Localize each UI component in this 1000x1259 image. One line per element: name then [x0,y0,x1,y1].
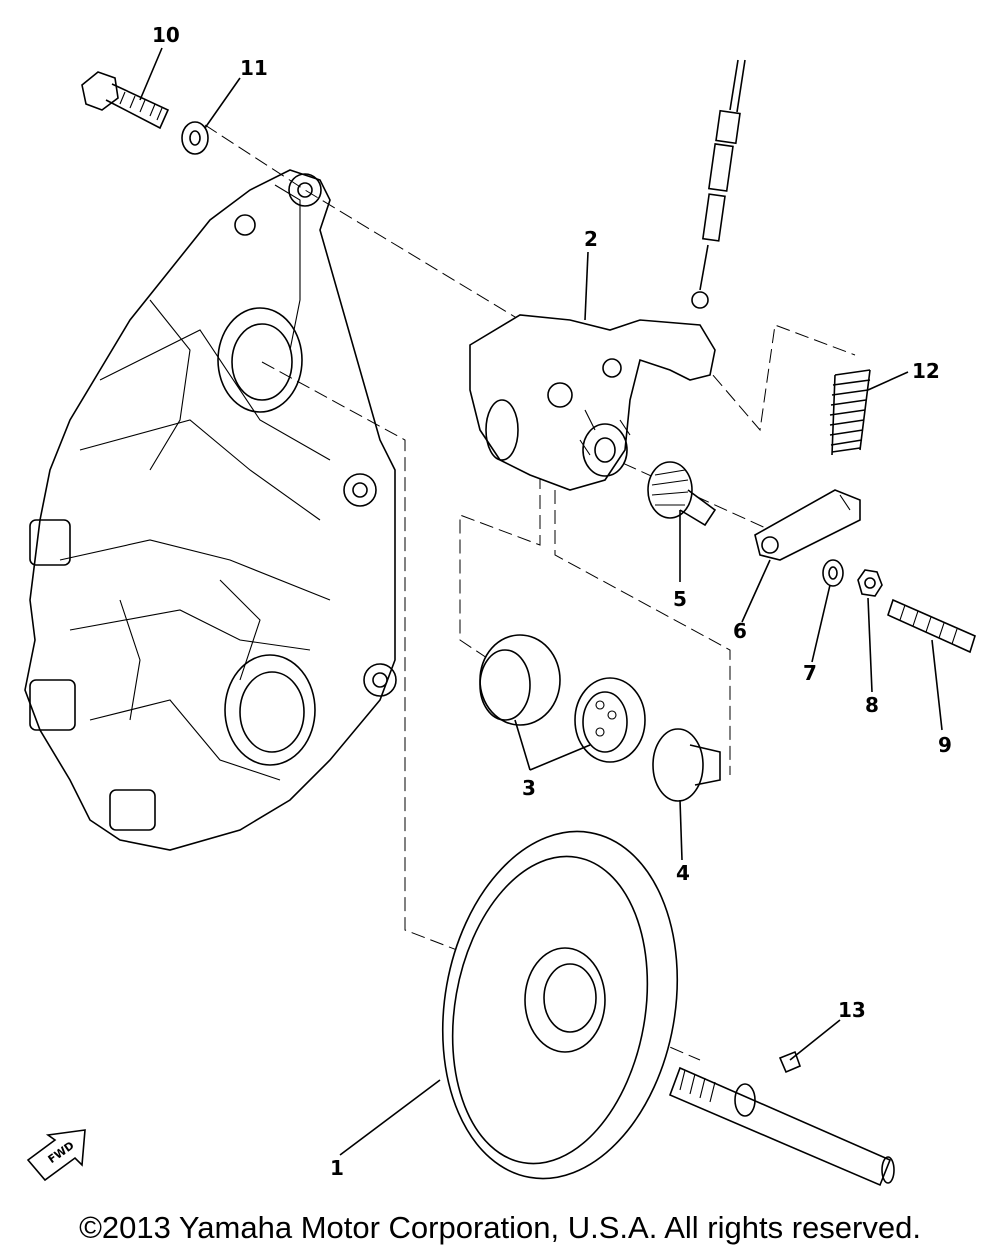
leader-lines [139,47,943,1156]
callout-2: 2 [584,227,598,251]
callout-5: 5 [673,587,687,611]
bolt-part-10 [81,71,170,130]
exploded-parts-diagram: FWD 10 11 2 12 5 6 7 8 9 3 4 13 1 [24,23,976,1187]
fwd-arrow-icon: FWD [26,1129,86,1182]
callout-13: 13 [838,998,866,1022]
callout-7: 7 [803,661,817,685]
bolt-part-9 [887,598,976,654]
callout-11: 11 [240,56,268,80]
callout-12: 12 [912,359,940,383]
callout-6: 6 [733,619,747,643]
callout-4: 4 [676,861,690,885]
roller-part-3b [574,677,646,763]
callout-9: 9 [938,733,952,757]
callout-1: 1 [330,1156,344,1180]
sheave-part-1 [441,830,679,1180]
callout-10: 10 [152,23,180,47]
callout-3: 3 [522,776,536,800]
worm-gear-part-5 [647,461,717,527]
washer-part-11 [181,121,209,155]
crankshaft [668,1066,895,1187]
cam-part-4 [652,728,721,802]
washer-part-7 [822,559,844,587]
callout-8: 8 [865,693,879,717]
nut-part-8 [857,569,883,597]
bracket-part-2 [469,314,716,491]
throttle-cable [691,59,746,309]
callout-labels: 10 11 2 12 5 6 7 8 9 3 4 13 1 [152,23,952,1180]
roller-part-3a [479,634,561,726]
spring-part-12 [829,369,871,456]
crankcase-cover [24,169,397,851]
copyright-notice: ©2013 Yamaha Motor Corporation, U.S.A. A… [79,1210,921,1245]
lever-part-6 [754,489,861,561]
